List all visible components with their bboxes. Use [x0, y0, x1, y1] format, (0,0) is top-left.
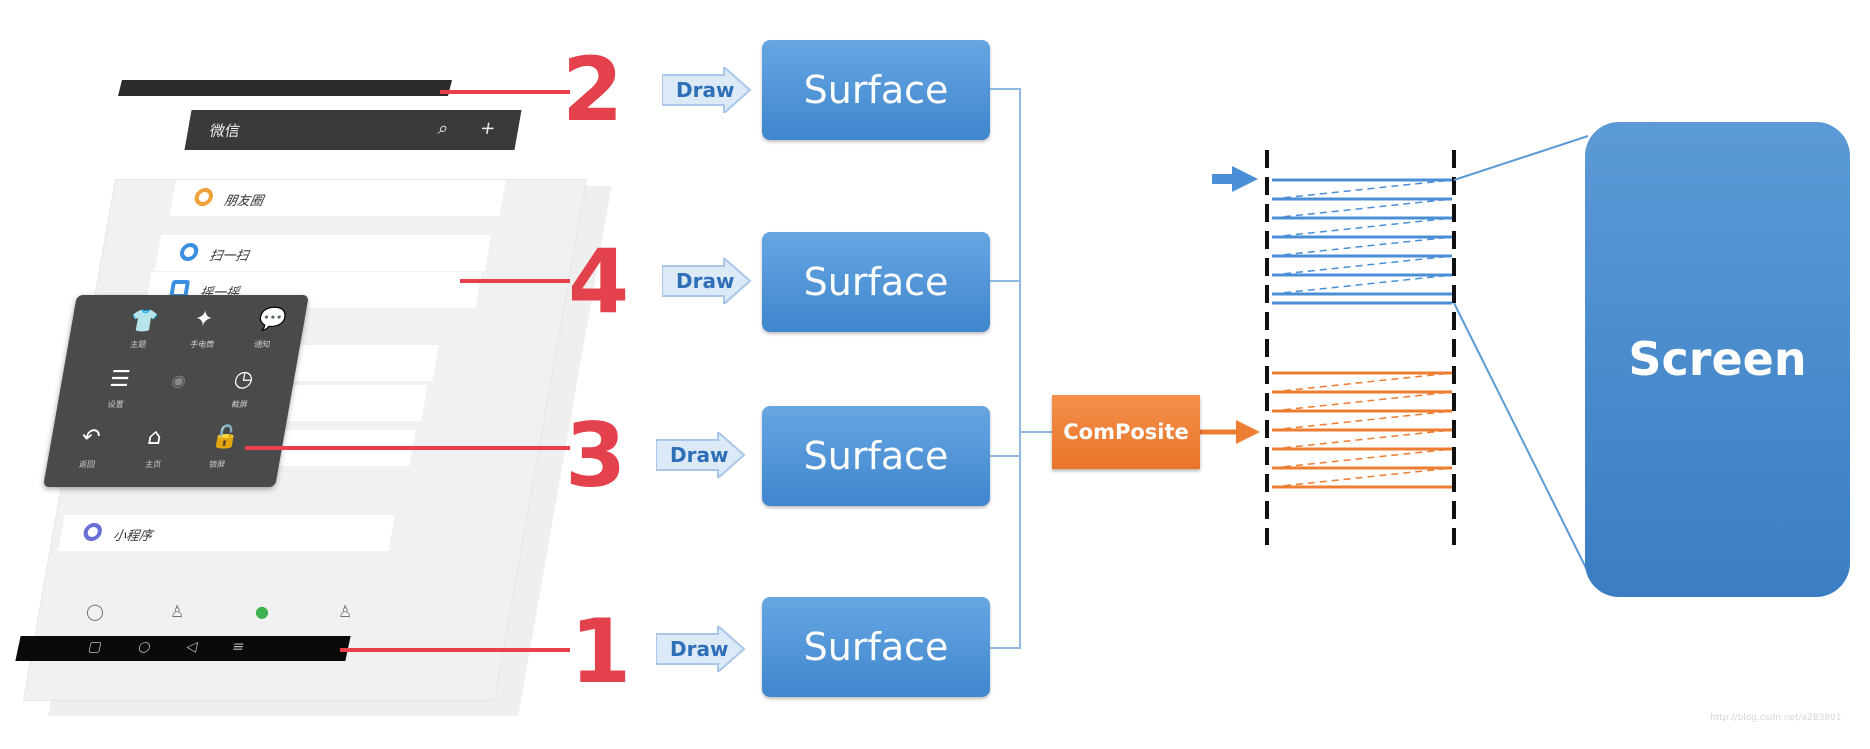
surface-box: Surface [762, 40, 990, 140]
draw-label: Draw [670, 637, 729, 661]
draw-arrow: Draw [655, 623, 746, 675]
draw-arrow-shape [661, 64, 752, 116]
surface-box: Surface [762, 232, 990, 332]
bracket-line [990, 88, 1021, 649]
discover-tab-icon: ● [255, 602, 269, 621]
layer-number: 3 [565, 404, 627, 507]
draw-arrow: Draw [655, 429, 746, 481]
contacts-tab-icon: ♙ [170, 602, 185, 621]
leader-line-4 [460, 279, 570, 283]
draw-arrow-shape [655, 429, 746, 481]
layer-number: 4 [568, 230, 630, 333]
composite-arrow-head [1236, 420, 1260, 444]
orange-scanlines [1272, 371, 1452, 489]
blue-retrace-lines [1271, 179, 1453, 295]
surface-box: Surface [762, 406, 990, 506]
screen-projection-bottom [1453, 302, 1589, 573]
draw-arrow: Draw [661, 255, 752, 307]
watermark: http://blog.csdn.net/a283801 [1710, 713, 1842, 723]
screen-box: Screen [1585, 122, 1850, 597]
screen-projection-top [1453, 135, 1589, 181]
leader-line-3 [245, 446, 570, 450]
chat-tab-icon: ◯ [86, 602, 104, 621]
leader-line-1 [340, 648, 570, 652]
draw-label: Draw [676, 78, 735, 102]
leader-line-2 [440, 90, 570, 94]
surface-box: Surface [762, 597, 990, 697]
draw-label: Draw [670, 443, 729, 467]
layer-number: 2 [562, 38, 624, 141]
blue-scanlines [1272, 178, 1452, 296]
draw-arrow-shape [661, 255, 752, 307]
me-tab-icon: ♙ [338, 602, 353, 621]
bottom-tab-bar: ◯ ♙ ● ♙ [60, 596, 380, 634]
composite-box: ComPosite [1052, 395, 1200, 469]
layer-number: 1 [570, 600, 632, 703]
scan-arrow-head [1232, 166, 1258, 192]
draw-label: Draw [676, 269, 735, 293]
orange-retrace-lines [1271, 372, 1453, 488]
draw-arrow-shape [655, 623, 746, 675]
draw-arrow: Draw [661, 64, 752, 116]
